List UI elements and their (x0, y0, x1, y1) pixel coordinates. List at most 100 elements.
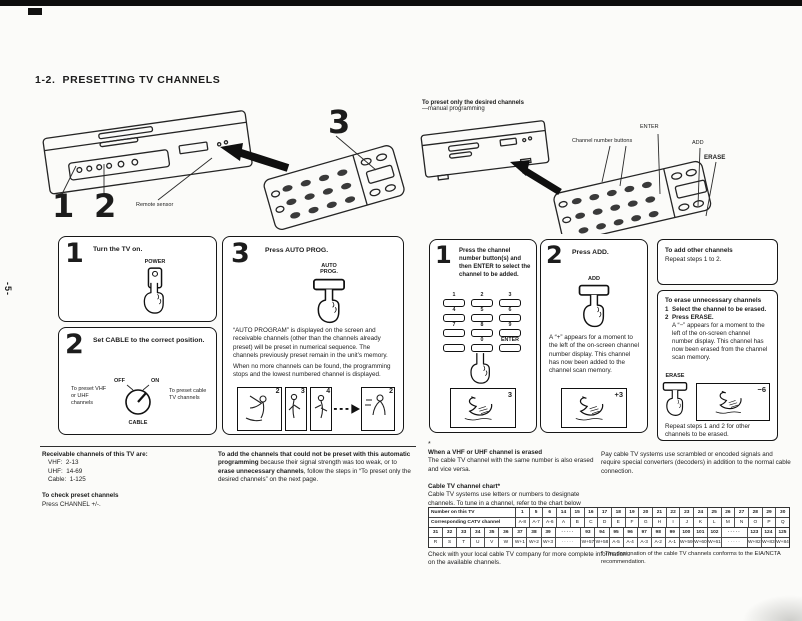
power-label: POWER (144, 259, 166, 265)
step-number: 1 (65, 238, 84, 269)
switch-right-label: To preset cable TV channels (169, 388, 207, 402)
table-cell: ····· (554, 538, 581, 547)
table-cell: 24 (693, 508, 707, 517)
row-header: Number on this TV (429, 508, 516, 517)
table-cell: W+2 (526, 538, 540, 547)
table-cell: 38 (526, 528, 540, 537)
auto-prog-cartoon: 2 3 4 2 (237, 387, 396, 431)
step-number: 2 (546, 241, 563, 269)
step-title: Turn the TV on. (93, 246, 143, 253)
table-cell: I (665, 518, 680, 527)
table-cell: ····· (721, 528, 747, 537)
check-preset-body: Press CHANNEL +/-. (42, 500, 101, 508)
tv-and-remote-illustration-2 (420, 112, 717, 234)
erased-title: When a VHF or UHF channel is erased (428, 449, 543, 456)
table-cell: 101 (692, 528, 707, 537)
key-1: 1 (440, 292, 468, 307)
table-cell: 29 (761, 508, 776, 517)
table-cell: 102 (706, 528, 721, 537)
switch-off-label: OFF (114, 378, 126, 384)
table-cell: 98 (650, 528, 665, 537)
table-cell: A-4 (622, 538, 637, 547)
table-cell: P (761, 518, 776, 527)
chart-title: Cable TV channel chart* (428, 483, 501, 491)
paragraph-plain: because their signal strength was too we… (258, 459, 397, 467)
table-cell: 18 (610, 508, 625, 517)
table-cell: 36 (498, 528, 512, 537)
cable-switch-icon: OFF ON CABLE (114, 378, 159, 426)
table-cell: G (638, 518, 652, 527)
frame-channel: 2 (389, 388, 394, 395)
note-body: Repeat steps 1 to 2. (665, 256, 722, 263)
table-cell: A-2 (650, 538, 665, 547)
screen-channel-number: 3 (507, 390, 512, 399)
table-cell: 35 (484, 528, 498, 537)
callout-3: 3 (328, 103, 351, 141)
table-cell: 37 (512, 528, 526, 537)
key-3: 3 (496, 292, 524, 307)
scan-top-bar (0, 0, 802, 6)
step-number: 1 (435, 241, 452, 269)
table-cell: ····· (721, 538, 747, 547)
table-cell: 99 (664, 528, 679, 537)
step-title: Press AUTO PROG. (265, 247, 329, 254)
table-cell: W+3 (540, 538, 555, 547)
remote-sensor-label: Remote sensor (136, 202, 174, 208)
key-7: 7 (440, 322, 468, 337)
remote-illustration-2 (553, 160, 712, 234)
key-6: 6 (496, 307, 524, 322)
pay-cable-note: Pay cable TV systems use scrambled or en… (601, 451, 791, 475)
step-title: Press the channel number button(s) and t… (459, 248, 531, 279)
table-cell: 1 (521, 510, 524, 515)
table-cell: B (569, 518, 584, 527)
table-cell: M (720, 518, 735, 527)
table-cell: K (693, 518, 707, 527)
key-blank (440, 337, 468, 352)
check-local-note: Check with your local cable TV company f… (428, 551, 627, 567)
add-channels-paragraph: To add the channels that could not be pr… (218, 451, 415, 484)
add-button-icon (575, 283, 613, 329)
paragraph-bold: erase unnecessary channels (218, 467, 304, 475)
table-cell: W+58 (594, 538, 609, 547)
arrow-icon-2 (510, 160, 562, 195)
table-cell: W+84 (774, 538, 789, 547)
table-cell: Q (775, 518, 789, 527)
frame-channel: 3 (300, 388, 305, 395)
auto-step2-box: 2 Set CABLE to the correct position. OFF… (58, 327, 217, 435)
asterisk-mark: * (428, 441, 431, 448)
table-cell: 6 (542, 508, 556, 517)
swan-icon (451, 391, 511, 425)
table-cell: N (734, 518, 748, 527)
figure-auto-preset: 1 2 3 Remote sensor (40, 100, 412, 232)
table-cell: 33 (456, 528, 470, 537)
table-cell: 20 (638, 508, 652, 517)
erase-label: ERASE (704, 154, 726, 161)
frame-channel: 2 (275, 388, 280, 395)
cartoon-frame: 4 (309, 387, 333, 431)
auto-prog-button-icon (309, 277, 349, 325)
key-8: 8 (468, 322, 496, 337)
table-cell: U (470, 538, 484, 547)
enter-label: ENTER (640, 124, 659, 130)
erase-button-icon (660, 380, 690, 418)
swan-icon (701, 386, 761, 418)
swan-screen: −6 (696, 383, 770, 421)
switch-left-label: To preset VHF or UHF channels (71, 386, 107, 407)
switch-cable-label: CABLE (129, 420, 148, 426)
eia-footnote: * The designation of the cable TV channe… (601, 551, 781, 565)
step-title: Press ADD. (572, 249, 609, 256)
page-title: 1-2. PRESETTING TV CHANNELS (35, 74, 221, 86)
paragraph-bold: To add the channels that could not be pr… (218, 451, 411, 467)
table-cell: 27 (734, 508, 748, 517)
table-cell: A-3 (636, 538, 651, 547)
table-cell: 100 (678, 528, 693, 537)
cartoon-frame: 3 (284, 387, 307, 431)
channel-number-buttons-label: Channel number buttons (572, 138, 633, 144)
table-cell: O (747, 518, 762, 527)
table-cell: 19 (624, 508, 639, 517)
table-cell: 22 (665, 508, 680, 517)
